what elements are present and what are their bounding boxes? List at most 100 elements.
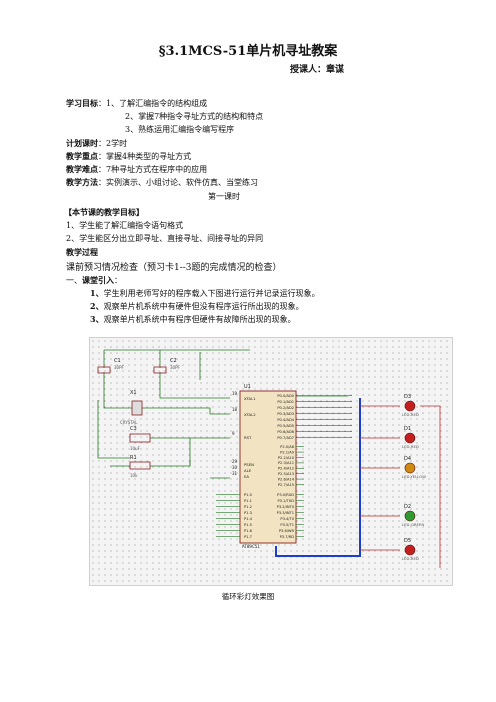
crystal-x1: X1 CRYSTAL: [120, 390, 143, 425]
p0-pin-label: P0.1/AD1: [277, 400, 294, 404]
led-d4: [404, 462, 416, 474]
led-type: LED-GREEN: [402, 522, 424, 527]
p1-pin-label: P1.5: [244, 523, 252, 527]
u1-ale: ALE: [244, 468, 252, 473]
wire-r1: [150, 438, 191, 467]
p3-pins: P3.0/RXDP3.1/TXDP3.2/INT0P3.3/INT1P3.4/T…: [277, 493, 304, 539]
led-type: LED-YELLOW: [402, 474, 426, 479]
p3-pin-label: P3.1/TXD: [277, 499, 294, 503]
bus: [275, 398, 361, 557]
hours-label: 计划课时: [66, 138, 98, 148]
led-d3: [404, 400, 416, 412]
p1-pin-label: P1.0: [244, 493, 253, 497]
p1-pin-label: P1.7: [244, 535, 252, 539]
step-3-num: 3、: [90, 314, 104, 324]
objectives: 学习目标：1、了解汇编指令的结构组成: [66, 98, 207, 109]
led-type: LED-RED: [402, 412, 419, 417]
r1-value: 10k: [130, 473, 138, 478]
intro: 一、课堂引入：: [66, 275, 122, 286]
led-array: D3LED-REDD1LED-REDD4LED-YELLOWD2LED-GREE…: [402, 394, 426, 561]
r1-symbol: [129, 461, 151, 470]
pin-numbers: 9 19 18 29 30 31: [232, 391, 238, 476]
difficult-point: 教学难点：7种寻址方式在程序中的应用: [66, 164, 207, 175]
c2-value: 30PF: [170, 365, 181, 370]
p2-pin-label: P2.0/A8: [280, 445, 295, 449]
x1-symbol: [131, 400, 143, 416]
x1-label: X1: [130, 390, 137, 396]
pin-num-xtal1: 19: [232, 391, 238, 396]
p3-pin-label: P3.7/RD: [280, 535, 295, 539]
page-title: §3.1MCS-51单片机寻址教案: [158, 44, 338, 59]
c2-symbol: [153, 366, 167, 374]
u1-psen: PSEN: [244, 462, 254, 467]
u1-xtal2: XTAL2: [244, 412, 256, 417]
process-heading: 教学过程: [66, 247, 98, 257]
p3-pin-label: P3.6/WR: [279, 529, 295, 533]
step-2-text: 观察单片机系统中有硬件但没有程序运行所出现的现象。: [103, 302, 304, 311]
key-point: 教学重点：掌握4种类型的寻址方式: [66, 151, 191, 162]
microcontroller-u1: U1 XTAL1 XTAL2 RST PSEN ALE EA AT89C51 P…: [216, 384, 352, 549]
c1-symbol: [97, 366, 111, 374]
goal-1: 1、学生能了解汇编指令语句格式: [66, 221, 184, 230]
circuit-svg: C1 30PF C2 30PF X1 CRYSTAL C3 10uF R1 10…: [97, 349, 441, 568]
p0-pin-label: P0.5/AD5: [277, 424, 294, 428]
objective-3: 3、熟练运用汇编指令编写程序: [125, 125, 235, 134]
led-type: LED-RED: [402, 444, 419, 449]
c1-label: C1: [114, 358, 121, 364]
step-1-num: 1、: [90, 288, 104, 298]
led-label: D3: [404, 394, 411, 400]
bus-line: [275, 398, 361, 557]
c3-label: C3: [130, 426, 137, 432]
led-wires: [360, 405, 441, 568]
led-d1: [404, 432, 416, 444]
led-type: LED-RED: [402, 556, 419, 561]
key-point-label: 教学重点: [66, 151, 98, 161]
capacitor-c2: C2 30PF: [153, 358, 181, 374]
p1-pin-label: P1.1: [244, 499, 252, 503]
p3-pin-label: P3.0/RXD: [277, 493, 294, 497]
section-goals: 【本节课的教学目标】: [64, 207, 144, 217]
u1-chip-name: AT89C51: [242, 544, 260, 549]
intro-colon: ：: [114, 276, 122, 285]
pin-num-ea: 31: [232, 471, 238, 476]
capacitor-c1: C1 30PF: [97, 358, 125, 374]
resistor-r1: R1 10k: [129, 455, 151, 478]
c3-symbol: [129, 433, 151, 443]
p0-pins: P0.0/AD0P0.1/AD1P0.2/AD2P0.3/AD3P0.4/AD4…: [277, 394, 352, 440]
circuit-diagram: C1 30PF C2 30PF X1 CRYSTAL C3 10uF R1 10…: [89, 337, 453, 586]
hours-value: ：2学时: [98, 139, 128, 148]
step-1: 1、学生利用老师写好的程序载入下图进行运行并记录运行现象。: [90, 288, 320, 299]
led-common-wire: [420, 405, 441, 568]
methods-value: ：实例演示、小组讨论、软件仿真、当堂练习: [98, 178, 258, 187]
p2-pin-label: P2.4/A12: [278, 467, 294, 471]
u1-label: U1: [244, 384, 251, 390]
led-label: D2: [404, 504, 411, 510]
p0-pin-label: P0.0/AD0: [277, 394, 294, 398]
intro-label: 课堂引入: [82, 275, 114, 285]
p0-pin-label: P0.6/AD6: [277, 430, 294, 434]
u1-rst: RST: [244, 435, 252, 440]
step-3-text: 观察单片机系统中有程序但硬件有故障所出现的现象。: [103, 315, 296, 324]
figure-caption: 循环彩灯效果图: [221, 592, 275, 601]
difficult-point-label: 教学难点: [66, 164, 98, 174]
led-d2: [404, 510, 416, 522]
p3-pin-label: P3.2/INT0: [277, 505, 295, 509]
p2-pin-label: P2.2/A10: [278, 456, 295, 460]
p2-pin-label: P2.6/A14: [278, 477, 295, 481]
led-label: D5: [404, 538, 411, 544]
capacitor-c3: C3 10uF: [129, 426, 151, 451]
led-wire-set: [360, 405, 400, 551]
led-label: D1: [404, 426, 411, 432]
methods: 教学方法：实例演示、小组讨论、软件仿真、当堂练习: [66, 177, 258, 188]
p1-pin-label: P1.2: [244, 505, 252, 509]
pin-num-rst: 9: [232, 431, 235, 436]
pin-num-psen: 29: [232, 459, 238, 464]
p0-pin-label: P0.3/AD3: [277, 412, 294, 416]
difficult-point-value: ：7种寻址方式在程序中的应用: [98, 165, 208, 174]
step-1-text: 学生利用老师写好的程序载入下图进行运行并记录运行现象。: [103, 289, 320, 298]
step-2-num: 2、: [90, 301, 104, 311]
lesson-label: 第一课时: [208, 192, 240, 201]
objectives-label: 学习目标: [66, 98, 98, 108]
wire-c1-x1: [103, 372, 132, 409]
p2-pin-label: P2.7/A15: [278, 483, 294, 487]
